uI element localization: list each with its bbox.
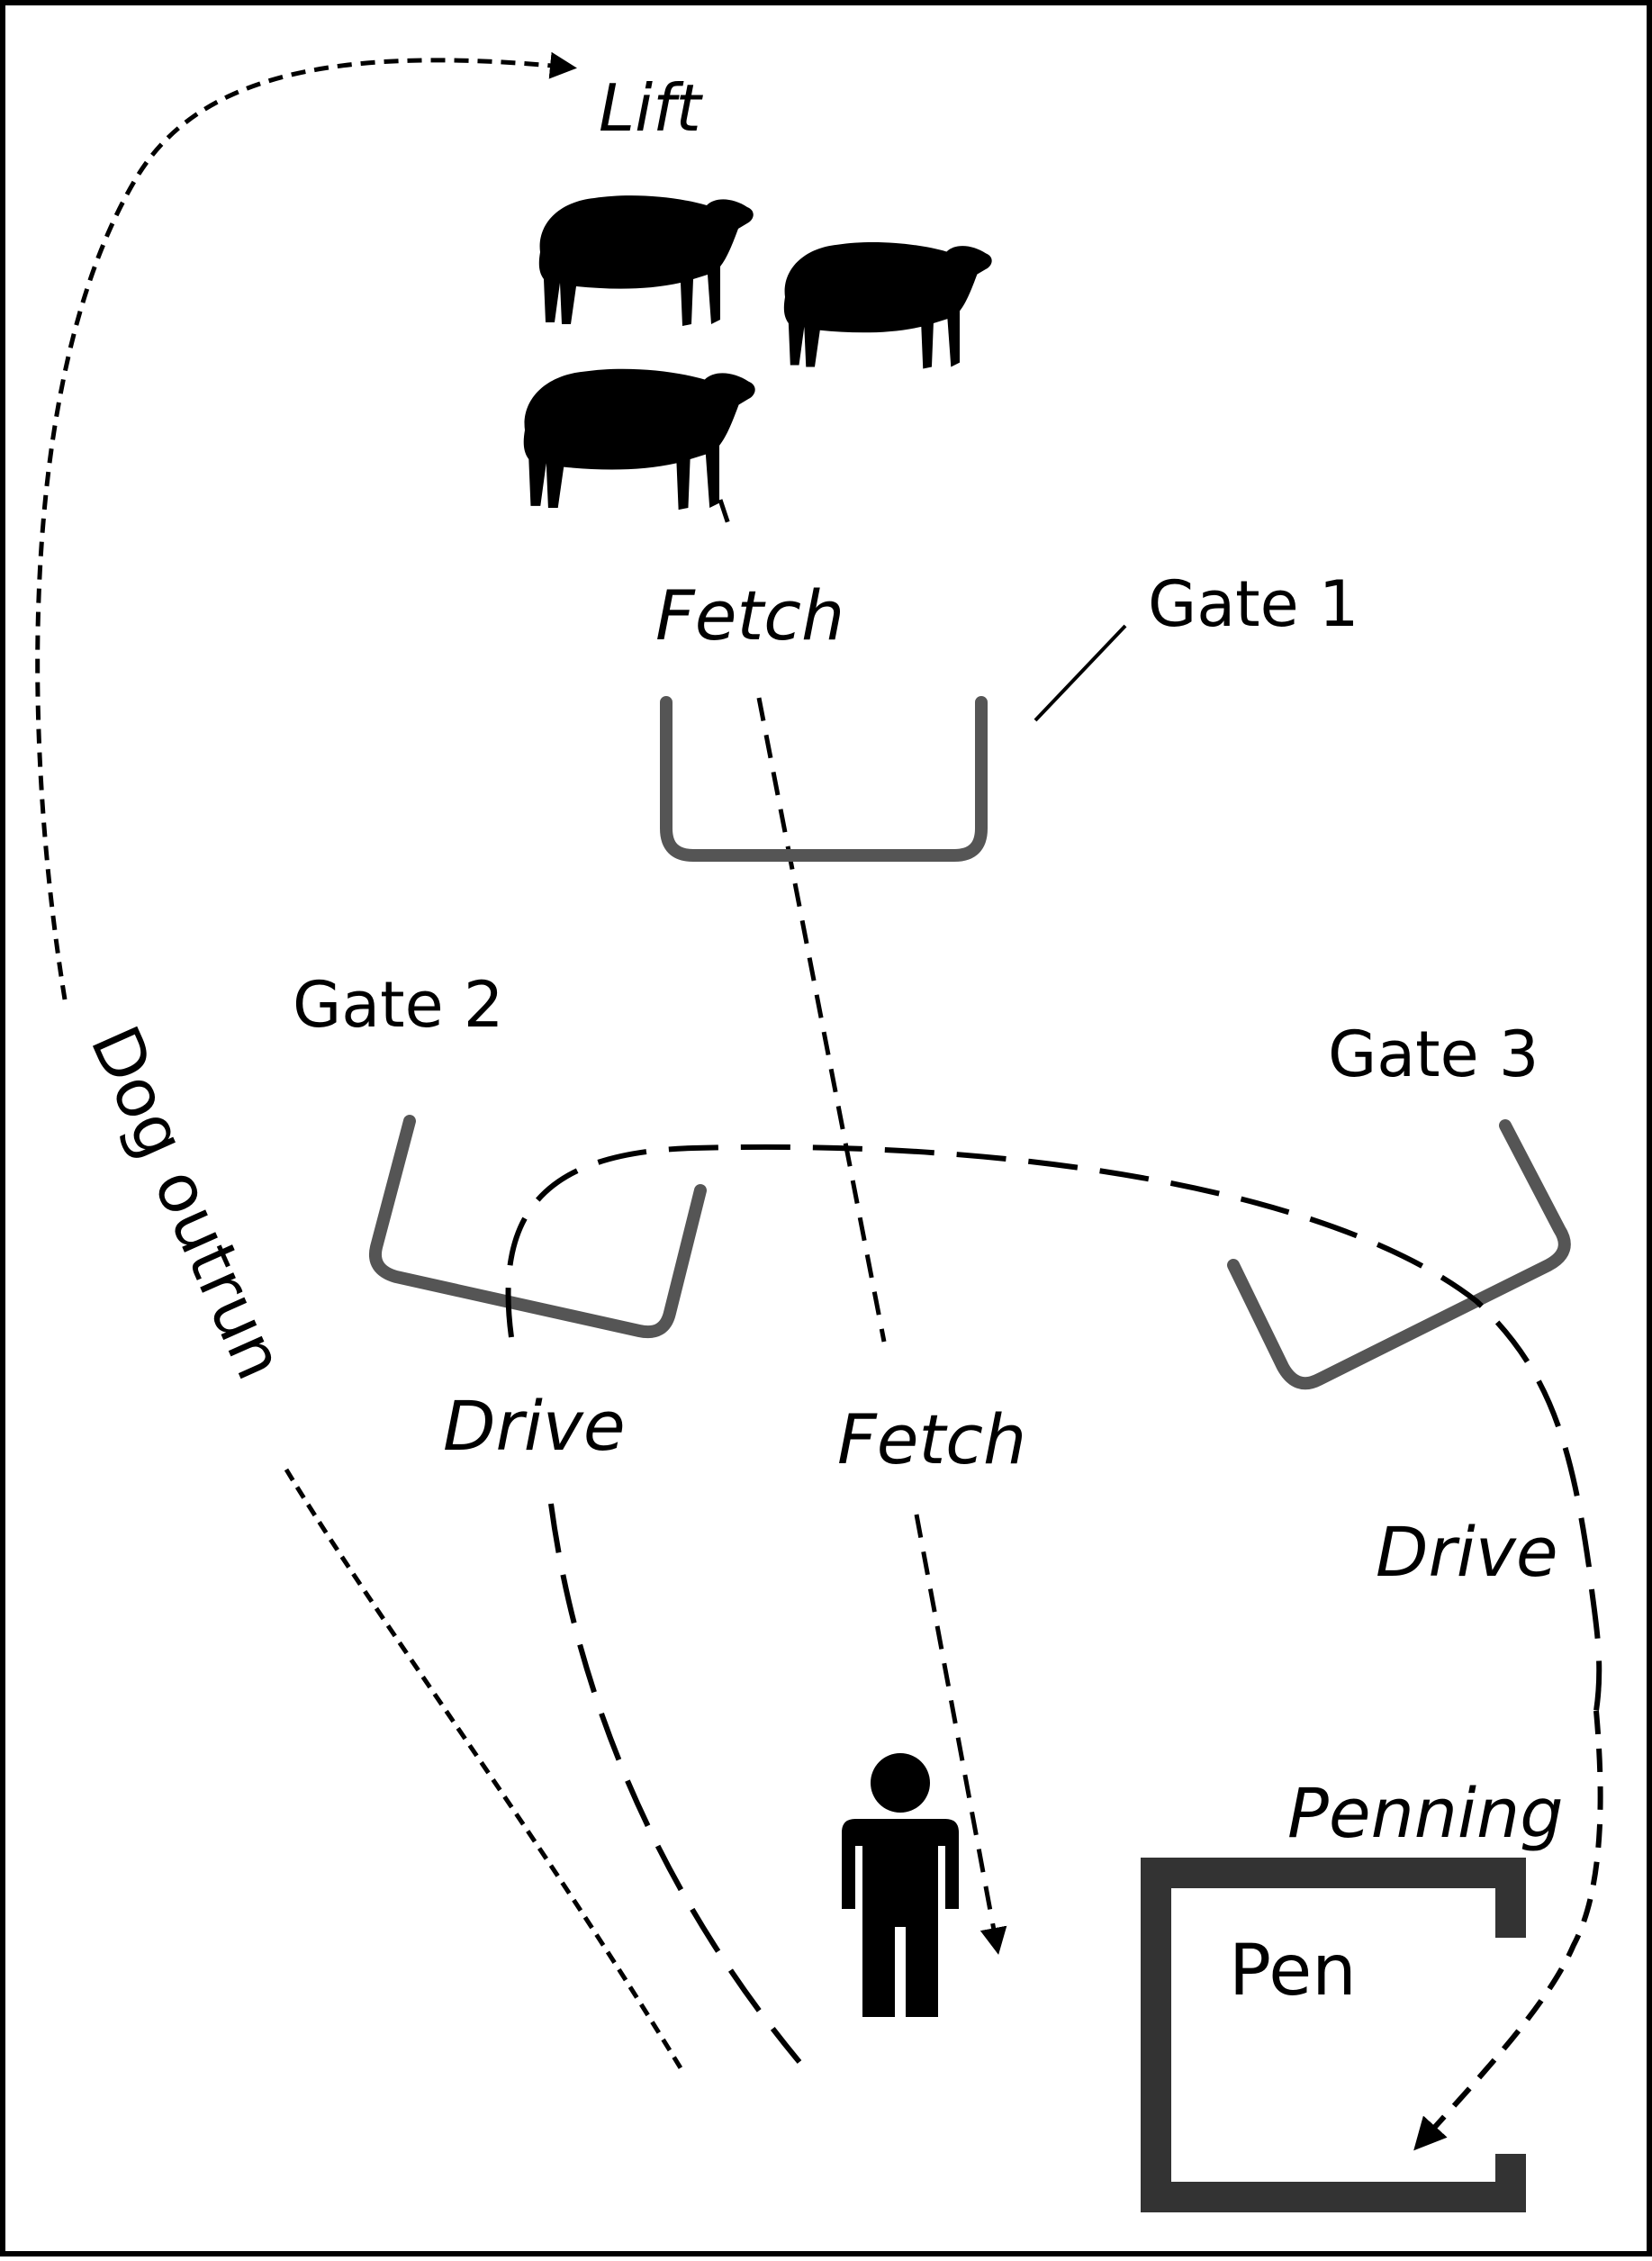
label-drive-left: Drive	[443, 1386, 626, 1466]
fetch-path-upper	[718, 499, 732, 528]
label-gate-1: Gate 1	[1148, 567, 1359, 641]
gate-2	[369, 1115, 707, 1338]
pen-enclosure	[1141, 1858, 1526, 2212]
label-fetch-upper: Fetch	[655, 575, 844, 656]
outrun-return-line	[284, 1468, 685, 2073]
label-dog-outrun: Dog outrun	[76, 1015, 300, 1390]
gate-1-leader-line	[1034, 624, 1127, 722]
dog-outrun-path	[35, 51, 577, 1000]
sheep-flock	[523, 195, 992, 511]
label-lift: Lift	[599, 70, 703, 146]
sheep-icon	[523, 368, 755, 511]
label-gate-3: Gate 3	[1328, 1017, 1539, 1091]
label-penning: Penning	[1287, 1773, 1563, 1853]
sheep-icon	[783, 241, 992, 369]
sheep-icon	[538, 195, 754, 326]
fetch-path-middle	[756, 697, 887, 1343]
label-drive-right: Drive	[1376, 1512, 1558, 1592]
drive-path	[505, 1144, 1602, 1712]
label-fetch-lower: Fetch	[837, 1399, 1026, 1479]
label-pen: Pen	[1229, 1931, 1357, 2012]
gate-1	[660, 696, 988, 862]
penning-path	[1413, 1710, 1603, 2151]
person-icon	[842, 1753, 959, 2017]
gate-3	[1227, 1119, 1571, 1390]
drive-path-left	[548, 1503, 802, 2064]
label-gate-2: Gate 2	[293, 968, 503, 1042]
